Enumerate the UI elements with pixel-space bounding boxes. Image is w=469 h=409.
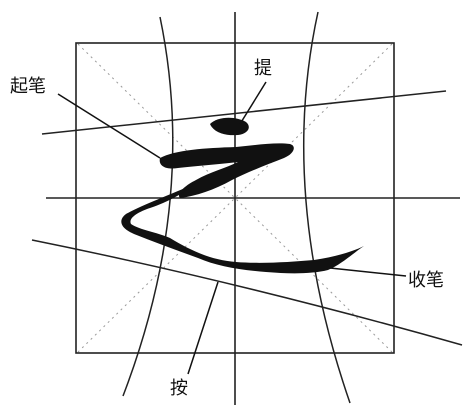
stroke-horizontal-turn (159, 143, 294, 198)
label-end-stroke: 收笔 (408, 270, 444, 291)
stroke-sweep (121, 183, 364, 274)
stroke-dot (210, 117, 249, 136)
perspective-line-right (303, 11, 351, 404)
diagonal-guides (77, 43, 393, 353)
label-press: 按 (170, 378, 188, 399)
leader-lines (57, 81, 407, 375)
leader-press (187, 281, 219, 375)
labels: 起笔 提 收笔 按 (10, 58, 444, 399)
leader-lift (239, 81, 267, 125)
perspective-line-left (122, 16, 174, 397)
leader-end-stroke (329, 267, 407, 277)
perspective-lines (31, 11, 463, 404)
leader-start-stroke (57, 93, 161, 159)
character-zhi (121, 117, 364, 274)
label-start-stroke: 起笔 (10, 76, 46, 97)
diagonal-guide-left (77, 43, 393, 353)
label-lift: 提 (254, 58, 272, 79)
diagonal-guide-right (77, 43, 393, 353)
perspective-line-bottom (31, 239, 463, 346)
